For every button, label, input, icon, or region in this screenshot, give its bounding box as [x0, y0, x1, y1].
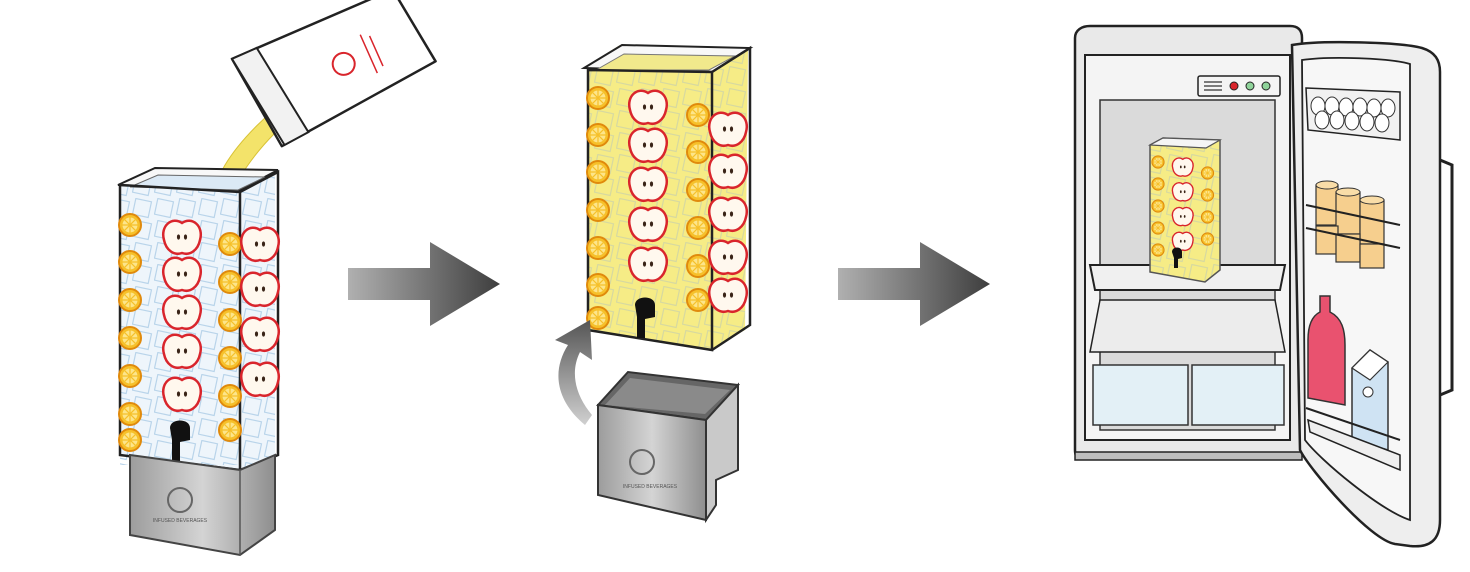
right-arrow-1: [348, 242, 500, 326]
crisper-drawer: [1092, 364, 1189, 426]
cans-shelf: [1305, 180, 1401, 269]
dispenser-filled: [580, 43, 754, 352]
apple-slices-center: [161, 219, 203, 413]
apple-slices-side: [707, 111, 749, 314]
crisper-drawer: [1191, 364, 1285, 426]
spigot-icon: [170, 420, 190, 465]
egg-tray: [1305, 87, 1401, 141]
apple-slices-center: [627, 89, 669, 283]
pitcher-icon: [230, 0, 437, 148]
base-brand-text: INFUSED BEVERAGES: [153, 518, 208, 524]
curved-up-arrow: [555, 320, 592, 425]
dispenser-in-fridge: [1147, 137, 1223, 283]
base-brand-text: INFUSED BEVERAGES: [623, 484, 678, 490]
fridge-door-open: [1290, 40, 1454, 548]
step-2-add-base: INFUSED BEVERAGES: [555, 43, 754, 524]
spigot-icon: [635, 297, 655, 338]
bottle-icon: [1307, 295, 1346, 406]
fridge-shelf: [1089, 299, 1286, 353]
fridge-control-panel: [1197, 75, 1281, 97]
door-bottom-shelf: [1305, 295, 1401, 472]
step-1-fill-dispenser: INFUSED BEVERAGES: [117, 0, 437, 557]
dispenser-base: INFUSED BEVERAGES: [129, 453, 276, 557]
dispenser-body: [117, 166, 281, 495]
dispenser-base-separate: INFUSED BEVERAGES: [595, 370, 741, 524]
step-3-refrigerate: [1073, 24, 1454, 548]
right-arrow-2: [838, 242, 990, 326]
refrigerator-icon: [1073, 24, 1304, 461]
